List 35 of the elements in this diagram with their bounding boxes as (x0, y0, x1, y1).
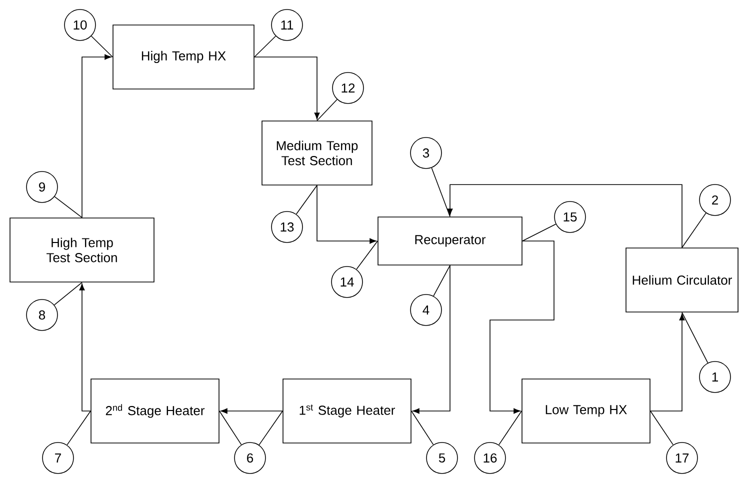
leader-line (254, 36, 276, 58)
leader-line (411, 410, 434, 446)
leader-line (682, 212, 706, 248)
leader-line (431, 167, 450, 217)
flow-arrow (79, 284, 91, 412)
flow-arrow (650, 314, 685, 412)
process-box: Medium Temp Test Section (262, 120, 372, 186)
flow-arrow (447, 184, 682, 248)
leader-line (356, 240, 378, 270)
leader-line (498, 410, 522, 446)
process-box: High Temp Test Section (10, 218, 154, 282)
process-box: Helium Circulator (626, 248, 738, 312)
leader-line (316, 99, 338, 121)
process-box: High Temp HX (112, 24, 254, 90)
flow-arrow (490, 240, 554, 414)
flow-arrow (412, 265, 450, 414)
leader-line (54, 196, 82, 218)
leader-line (522, 224, 556, 242)
process-box: Low Temp HX (522, 378, 650, 444)
leader-line (296, 184, 318, 214)
flow-arrow (316, 184, 376, 244)
leader-line (66, 410, 91, 446)
flow-arrow (254, 56, 320, 120)
process-box: Recuperator (378, 216, 522, 266)
leader-line (90, 36, 113, 58)
leader-line (219, 410, 242, 446)
leader-line (682, 312, 708, 364)
leader-line (258, 410, 283, 446)
leader-line (650, 410, 674, 446)
leader-line (433, 265, 450, 296)
process-box: 1$^{st}$ Stage Heater (282, 378, 412, 444)
process-box: 2$^{nd}$ Stage Heater (90, 378, 220, 444)
flow-arrow (220, 408, 283, 414)
flow-arrow (82, 54, 112, 218)
leader-line (54, 282, 82, 306)
